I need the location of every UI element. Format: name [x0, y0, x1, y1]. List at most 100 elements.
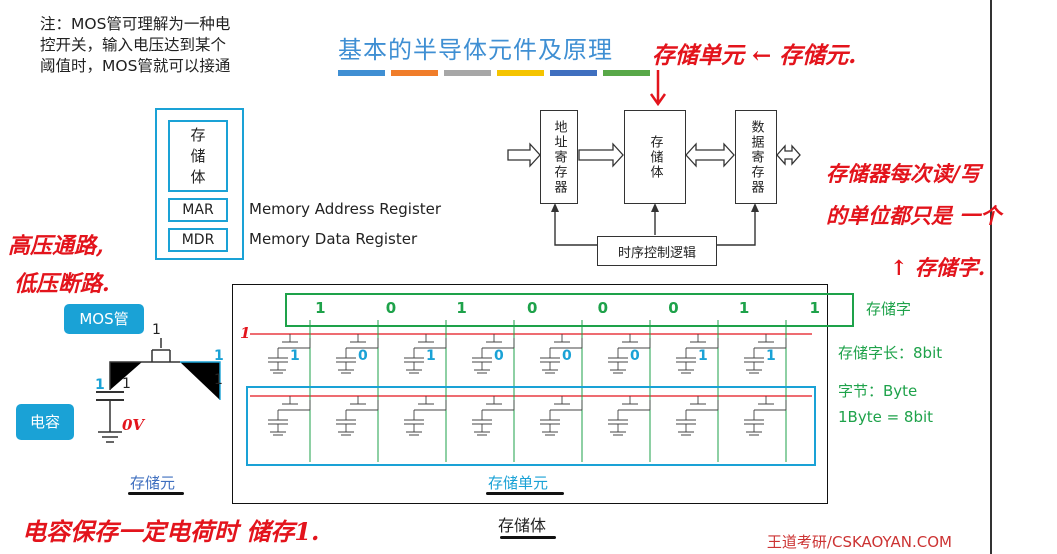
word-bit: 1 [456, 299, 467, 317]
data-register-box: 数据寄存器 [735, 110, 777, 204]
gate-value: 1 [152, 322, 161, 338]
memory-cell-symbol [268, 334, 311, 374]
data-register-label: 数据寄存器 [748, 119, 764, 195]
cell-bit-value: 1 [698, 348, 708, 364]
cap-top-left-value: 1 [95, 377, 105, 393]
timing-control-box: 时序控制逻辑 [597, 236, 717, 266]
memory-cell-symbol [608, 334, 651, 374]
storage-word-label: 存储字 [866, 300, 912, 318]
stripe [338, 70, 385, 76]
page-right-border [990, 0, 992, 554]
capacitor-label: 电容 [29, 413, 60, 431]
mdr-box: MDR [168, 228, 228, 252]
single-cell-circuit [96, 338, 221, 443]
memory-body-char: 储 [190, 146, 206, 165]
memory-body-char: 体 [190, 167, 206, 186]
address-register-box: 地址寄存器 [540, 110, 578, 204]
byte-definition: 1Byte = 8bit [838, 408, 934, 426]
memory-cell-symbol [744, 334, 787, 374]
annotation-mos-2: 低压断路. [14, 271, 110, 297]
annotation-read-write-3: ↑ 存储字. [890, 255, 986, 280]
memory-cell-symbol [268, 396, 311, 436]
annotation-storage-unit: 存储单元 ← 存储元. [652, 42, 857, 69]
mdr-label: MDR [181, 232, 215, 248]
annotation-bottom: 电容保存一定电荷时 储存1. [22, 517, 320, 546]
page-title: 基本的半导体元件及原理 [338, 36, 613, 64]
memory-cell-symbol [608, 396, 651, 436]
stripe [497, 70, 544, 76]
word-length-label: 存储字长：8bit [838, 344, 943, 362]
storage-label: 存储体 [647, 134, 663, 180]
storage-box: 存储体 [624, 110, 686, 204]
storage-word-bits: 1 0 1 0 0 0 1 1 [285, 293, 850, 323]
storage-cell-underline [128, 492, 184, 495]
word-bit: 0 [526, 299, 538, 317]
word-bit: 0 [668, 299, 679, 317]
cell-bit-value: 1 [290, 348, 300, 364]
note-line-1: 注：MOS管可理解为一种电 [40, 15, 231, 33]
mdr-description: Memory Data Register [249, 230, 418, 248]
storage-body-label: 存储体 [498, 516, 547, 535]
memory-cell-symbol [404, 334, 447, 374]
annotation-mos-1: 高压通路, [8, 233, 104, 259]
annotation-read-write-2: 的单位都只是 一个 [826, 203, 1002, 228]
storage-word-box [285, 293, 854, 327]
memory-cell-symbol [540, 334, 583, 374]
memory-body-char: 存 [190, 125, 206, 144]
memory-cell-symbol [540, 396, 583, 436]
memory-cell-symbol [472, 396, 515, 436]
storage-unit-box [246, 386, 816, 466]
capacitor-callout: 电容 [16, 404, 74, 440]
mos-tube-callout: MOS管 [64, 304, 144, 334]
stripe [603, 70, 650, 76]
timing-control-label: 时序控制逻辑 [617, 245, 696, 261]
memory-cell-symbol [336, 334, 379, 374]
word-bit: 1 [315, 299, 326, 317]
word-bit: 1 [809, 299, 820, 317]
memory-body-block [155, 108, 244, 260]
memory-cell-symbol [472, 334, 515, 374]
cell-bit-value: 0 [358, 348, 368, 364]
stripe [444, 70, 491, 76]
word-bit: 0 [385, 299, 397, 317]
footer-brand: 王道考研/CSKAOYAN.COM [766, 533, 952, 551]
title-color-stripes [338, 70, 650, 77]
storage-cell-label: 存储元 [130, 474, 176, 492]
cell-bit-value: 0 [630, 348, 640, 364]
memory-cell-symbol [336, 396, 379, 436]
mar-box: MAR [168, 198, 228, 222]
memory-cell-symbol [404, 396, 447, 436]
annotation-read-write-1: 存储器每次读/写 [826, 161, 981, 186]
storage-unit-label: 存储单元 [488, 474, 549, 492]
mos-tube-label: MOS管 [79, 310, 129, 328]
word-bit: 1 [738, 299, 750, 317]
cell-bit-value: 1 [766, 348, 776, 364]
note-line-3: 阈值时，MOS管就可以接通 [40, 57, 231, 75]
storage-body-underline [500, 536, 556, 539]
memory-body-inner: 存 储 体 [168, 120, 228, 192]
drain-value: 1 [214, 348, 224, 364]
block-diagram-arrows [507, 142, 801, 246]
row-line-value: 1 [240, 324, 251, 342]
byte-label: 字节：Byte [838, 382, 918, 400]
annotation-down-arrow [649, 70, 667, 107]
mar-label: MAR [182, 202, 214, 218]
memory-cell-symbol [676, 396, 719, 436]
source-value: 1 [214, 372, 223, 388]
storage-unit-underline [486, 492, 564, 495]
storage-array-grid [250, 320, 812, 462]
address-register-label: 地址寄存器 [551, 119, 567, 195]
cell-bit-value: 0 [494, 348, 504, 364]
stripe [391, 70, 438, 76]
mar-description: Memory Address Register [249, 200, 442, 218]
storage-array-frame [232, 284, 828, 504]
stripe [550, 70, 597, 76]
word-bit: 0 [597, 299, 609, 317]
cell-bit-value: 0 [562, 348, 572, 364]
cap-top-right-value: 1 [122, 376, 131, 392]
memory-cell-symbol [744, 396, 787, 436]
mos-note: 注：MOS管可理解为一种电 控开关，输入电压达到某个 阈值时，MOS管就可以接通 [40, 14, 280, 77]
zero-volt-label: 0V [122, 416, 145, 434]
memory-cell-symbol [676, 334, 719, 374]
note-line-2: 控开关，输入电压达到某个 [40, 36, 227, 54]
